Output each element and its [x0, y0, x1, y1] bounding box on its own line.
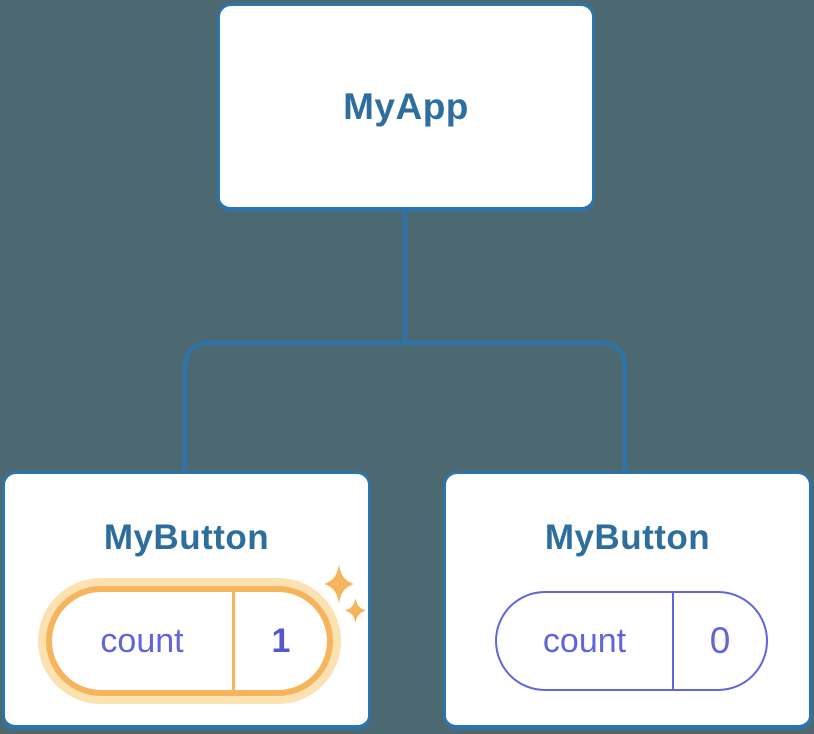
state-pill: count 0: [495, 591, 768, 691]
state-value: 1: [271, 621, 291, 660]
component-label: MyButton: [544, 518, 711, 557]
sparkle-large-icon: [324, 564, 354, 604]
component-label: MyApp: [343, 85, 469, 127]
pill-divider: [232, 592, 235, 690]
state-pill-highlighted: count 1: [46, 586, 333, 696]
child-component-card-plain: MyButton count 0: [443, 471, 812, 730]
root-component-card: MyApp: [217, 3, 595, 212]
pill-divider: [672, 593, 674, 689]
sparkle-small-icon: [345, 598, 366, 623]
child-component-card-updated: MyButton count 1: [2, 471, 371, 730]
state-key-label: count: [542, 621, 627, 660]
component-label: MyButton: [103, 518, 270, 557]
state-key-label: count: [100, 621, 184, 660]
state-value: 0: [709, 620, 731, 661]
